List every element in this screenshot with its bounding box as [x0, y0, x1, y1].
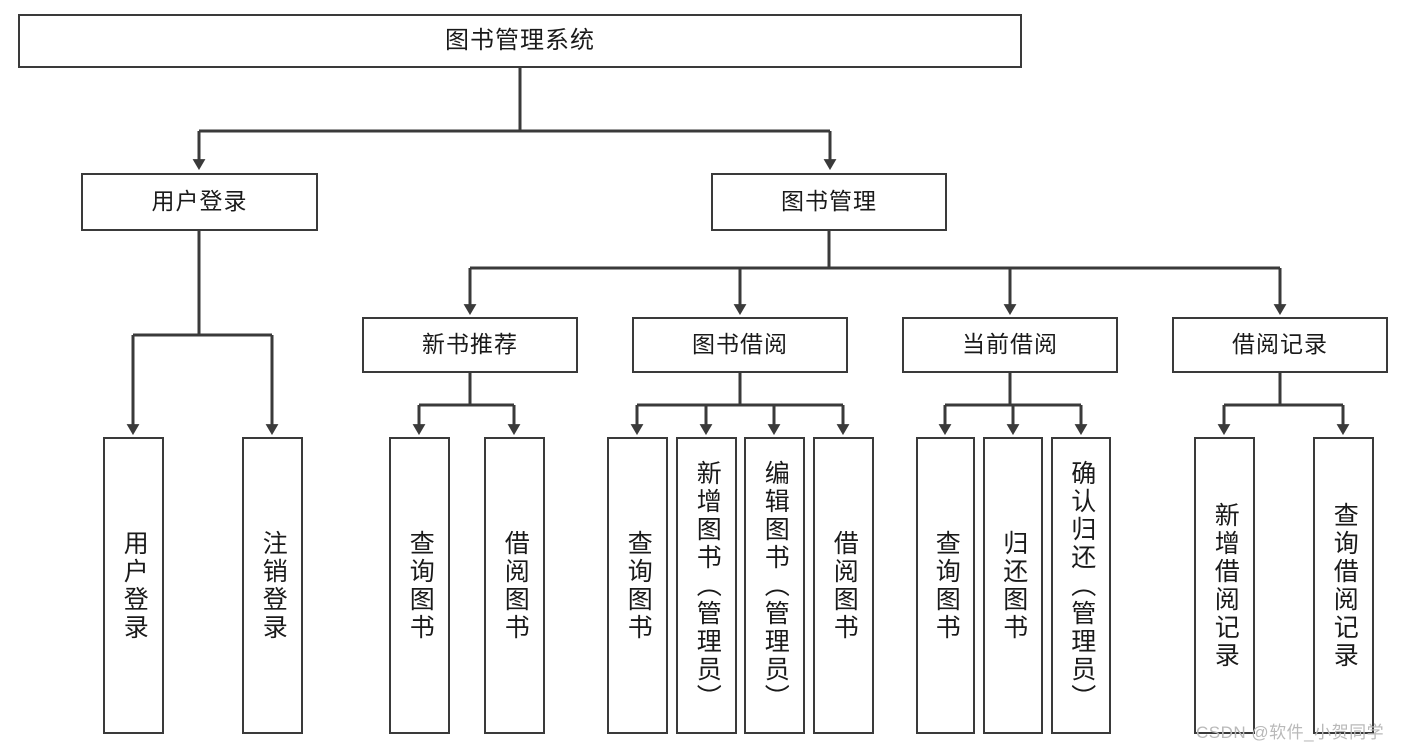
node-book-management-label: 图书管理: [781, 188, 877, 215]
node-root[interactable]: 图书管理系统: [18, 14, 1022, 68]
leaf-query-book-current-label: 查询图书: [932, 529, 961, 642]
leaf-borrow-book[interactable]: 借阅图书: [813, 437, 874, 734]
node-user-login-label: 用户登录: [151, 188, 248, 215]
node-book-borrow-label: 图书借阅: [692, 331, 788, 358]
node-borrow-record[interactable]: 借阅记录: [1172, 317, 1388, 373]
csdn-watermark: CSDN @软件_小贺同学: [1196, 723, 1385, 742]
leaf-query-borrow-record[interactable]: 查询借阅记录: [1313, 437, 1374, 734]
leaf-edit-book-admin-label: 编辑图书（管理员）: [761, 459, 790, 712]
leaf-user-login-label: 用户登录: [120, 529, 149, 642]
node-borrow-record-label: 借阅记录: [1232, 331, 1328, 358]
leaf-return-book-label: 归还图书: [999, 529, 1028, 642]
leaf-query-borrow-record-label: 查询借阅记录: [1330, 501, 1359, 670]
leaf-add-book-admin[interactable]: 新增图书（管理员）: [676, 437, 737, 734]
leaf-add-borrow-record[interactable]: 新增借阅记录: [1194, 437, 1255, 734]
leaf-confirm-return-admin[interactable]: 确认归还（管理员）: [1051, 437, 1111, 734]
leaf-query-book-rec-label: 查询图书: [406, 529, 435, 642]
leaf-confirm-return-admin-label: 确认归还（管理员）: [1067, 459, 1096, 712]
leaf-query-book-rec[interactable]: 查询图书: [389, 437, 450, 734]
node-book-management[interactable]: 图书管理: [711, 173, 947, 231]
node-new-book-recommend[interactable]: 新书推荐: [362, 317, 578, 373]
node-new-book-recommend-label: 新书推荐: [422, 331, 518, 358]
leaf-user-login[interactable]: 用户登录: [103, 437, 164, 734]
leaf-borrow-book-rec[interactable]: 借阅图书: [484, 437, 545, 734]
leaf-borrow-book-rec-label: 借阅图书: [501, 529, 530, 642]
node-current-borrow-label: 当前借阅: [962, 331, 1058, 358]
leaf-logout-login[interactable]: 注销登录: [242, 437, 303, 734]
leaf-query-book-borrow[interactable]: 查询图书: [607, 437, 668, 734]
leaf-query-book-current[interactable]: 查询图书: [916, 437, 975, 734]
leaf-logout-login-label: 注销登录: [259, 529, 288, 642]
leaf-add-book-admin-label: 新增图书（管理员）: [693, 459, 722, 712]
leaf-edit-book-admin[interactable]: 编辑图书（管理员）: [744, 437, 805, 734]
leaf-borrow-book-label: 借阅图书: [830, 529, 859, 642]
node-root-label: 图书管理系统: [445, 26, 595, 54]
leaf-return-book[interactable]: 归还图书: [983, 437, 1043, 734]
node-book-borrow[interactable]: 图书借阅: [632, 317, 848, 373]
leaf-add-borrow-record-label: 新增借阅记录: [1211, 501, 1240, 670]
node-user-login[interactable]: 用户登录: [81, 173, 318, 231]
leaf-query-book-borrow-label: 查询图书: [624, 529, 653, 642]
node-current-borrow[interactable]: 当前借阅: [902, 317, 1118, 373]
